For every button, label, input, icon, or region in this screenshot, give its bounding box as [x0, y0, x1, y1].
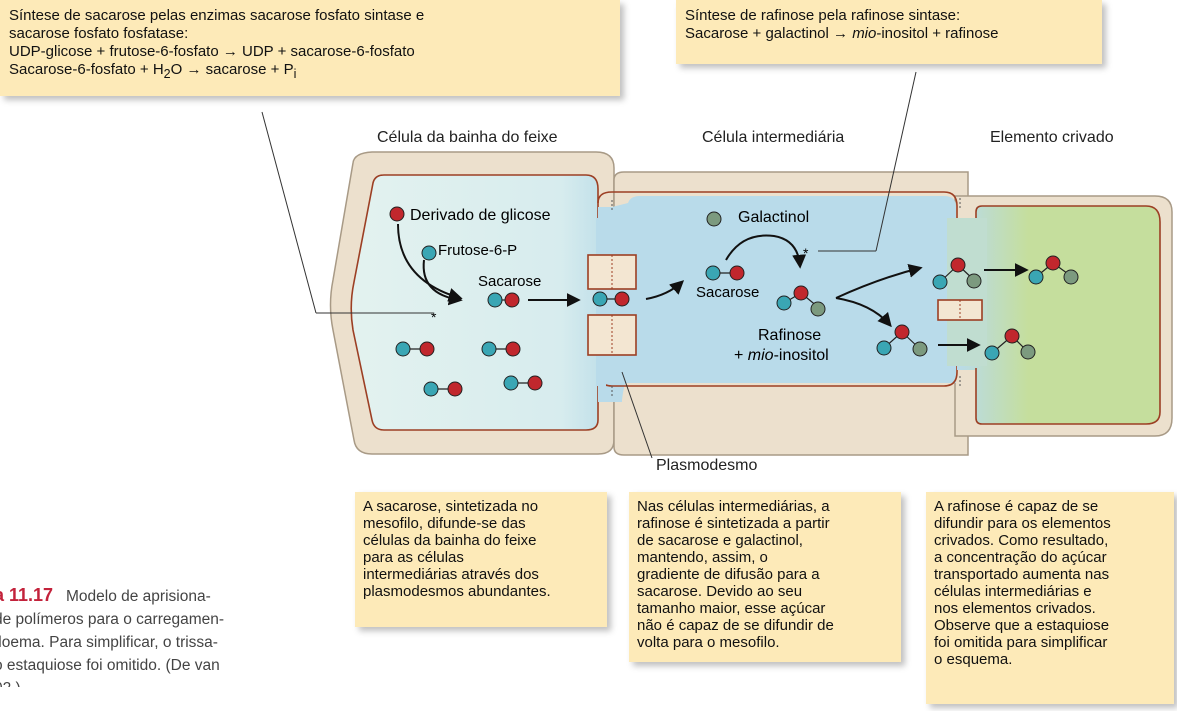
sieve-element-cell: [957, 206, 1160, 424]
bundle-sheath-cell: [350, 174, 599, 431]
asterisk-left: *: [431, 309, 437, 325]
sucrose-into-intermediary-arrow: [645, 280, 685, 300]
glucose-derivative-molecule: [389, 206, 405, 222]
raffinose-note-pointer: [875, 71, 917, 252]
asterisk-right: *: [803, 245, 809, 261]
left-note-line: para as células: [363, 549, 464, 566]
figure-caption: a 11.17 Modelo de aprisiona- de polímero…: [0, 584, 324, 687]
raffinose-molecule: [776, 285, 826, 317]
caption-line-5: 02.): [0, 677, 324, 687]
fructose-label: Frutose-6-P: [438, 242, 517, 259]
glucose-derivative-label: Derivado de glicose: [410, 207, 551, 224]
raffinose-synthesis-note: Síntese de rafinose pela rafinose sintas…: [676, 0, 1102, 64]
sucrose-molecules-bundle-sheath: [395, 341, 543, 397]
right-note-line: foi omitida para simplificar: [934, 634, 1108, 651]
caption-line-1: a 11.17 Modelo de aprisiona-: [0, 585, 211, 605]
left-note-line: A sacarose, sintetizada no: [363, 498, 539, 515]
sucrose-molecule-intermediary: [705, 265, 745, 281]
left-note-line: mesofilo, difunde-se das: [363, 515, 526, 532]
sucrose-in-plasmodesma: [592, 291, 630, 307]
middle-note-line: volta para o mesofilo.: [637, 634, 780, 651]
raffinose-to-sieve-arrow-upper: [835, 263, 923, 299]
sucrose-left-label: Sacarose: [478, 273, 541, 290]
middle-note-line: sacarose. Devido ao seu: [637, 583, 803, 600]
middle-note-line: mantendo, assim, o: [637, 549, 768, 566]
raffinose-molecule-sieve-lower: [984, 328, 1036, 361]
right-note-line: A rafinose é capaz de se: [934, 498, 1099, 515]
raffinose-label: Rafinose: [758, 327, 821, 344]
caption-line-3: floema. Para simplificar, o trissa-: [0, 634, 218, 651]
myo-inositol-label: + mio-inositol: [734, 347, 829, 364]
right-note-line: nos elementos crivados.: [934, 600, 1096, 617]
sucrose-note-line-2: sacarose fosfato fosfatase:: [9, 25, 189, 42]
bundle-sheath-note: A sacarose, sintetizada no mesofilo, dif…: [355, 492, 607, 627]
left-note-line: células da bainha do feixe: [363, 532, 537, 549]
glucose-arrow: [397, 223, 463, 302]
middle-note-line: não é capaz de se difundir de: [637, 617, 834, 634]
galactinol-label: Galactinol: [738, 209, 809, 226]
left-note-line: plasmodesmos abundantes.: [363, 583, 551, 600]
sucrose-intermediary-label: Sacarose: [696, 284, 759, 301]
sucrose-synthesis-note: Síntese de sacarose pelas enzimas sacaro…: [0, 0, 620, 96]
raffinose-molecule-sieve-upper: [1028, 255, 1079, 285]
intermediary-note: Nas células intermediárias, a rafinose é…: [629, 492, 901, 662]
right-note-line: difundir para os elementos: [934, 515, 1111, 532]
plasmodesma-pointer: [621, 371, 653, 459]
sucrose-note-line-1: Síntese de sacarose pelas enzimas sacaro…: [9, 7, 425, 24]
right-note-line: transportado aumenta nas: [934, 566, 1110, 583]
right-note-line: crivados. Como resultado,: [934, 532, 1109, 549]
middle-note-line: Nas células intermediárias, a: [637, 498, 830, 515]
sieve-element-heading: Elemento crivado: [990, 129, 1114, 146]
raffinose-molecule-lower-mid: [876, 324, 928, 357]
left-note-line: intermediárias através dos: [363, 566, 539, 583]
sucrose-note-pointer: [261, 111, 317, 314]
plasmodesma-label: Plasmodesmo: [656, 457, 757, 474]
sieve-element-note: A rafinose é capaz de se difundir para o…: [926, 492, 1174, 704]
right-note-line: o esquema.: [934, 651, 1013, 668]
middle-note-line: de sacarose e galactinol,: [637, 532, 803, 549]
raffinose-note-line-1: Síntese de rafinose pela rafinose sintas…: [685, 7, 961, 24]
bundle-sheath-heading: Célula da bainha do feixe: [377, 129, 558, 146]
middle-note-line: tamanho maior, esse açúcar: [637, 600, 826, 617]
right-note-line: Observe que a estaquiose: [934, 617, 1110, 634]
intermediary-heading: Célula intermediária: [702, 129, 844, 146]
raffinose-note-line-2: Sacarose + galactinol → mio-inositol + r…: [685, 25, 999, 42]
caption-line-4: o estaquiose foi omitido. (De van: [0, 657, 220, 674]
sucrose-molecule-main: [487, 292, 520, 308]
raffinose-to-sieve-arrow-lower: [835, 297, 892, 328]
sieve-element-outline: [975, 205, 1161, 425]
sucrose-note-line-4: Sacarose-6-fosfato + H2O → sacarose + Pi: [9, 61, 297, 81]
right-note-line: células intermediárias e: [934, 583, 1092, 600]
raffinose-molecule-upper-mid: [932, 257, 982, 290]
sucrose-note-line-3: UDP-glicose + frutose-6-fosfato → UDP + …: [9, 43, 415, 60]
galactinol-molecule: [706, 211, 722, 227]
fructose-arrow: [422, 259, 463, 306]
middle-note-line: gradiente de difusão para a: [637, 566, 820, 583]
caption-line-2: de polímeros para o carregamen-: [0, 611, 225, 628]
right-note-line: a concentração do açúcar: [934, 549, 1107, 566]
fructose-molecule: [421, 245, 437, 261]
galactinol-arrow: [725, 234, 807, 269]
middle-note-line: rafinose é sintetizada a partir: [637, 515, 830, 532]
